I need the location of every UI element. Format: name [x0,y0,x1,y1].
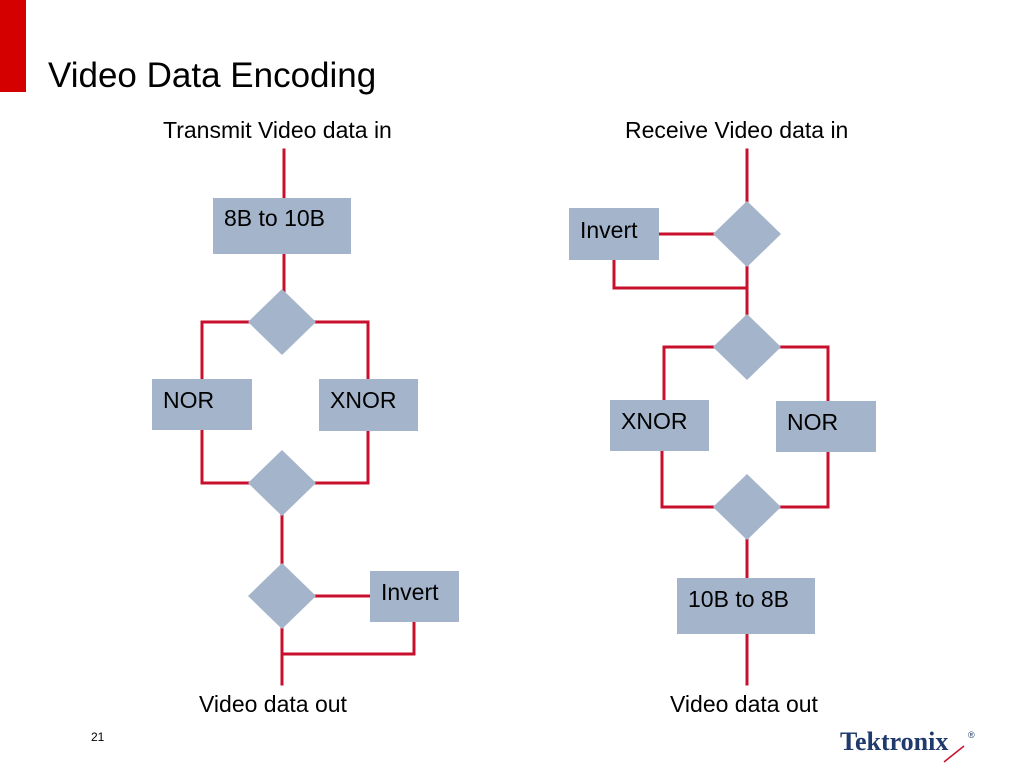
receive-wires [612,148,830,686]
receive-decode-box-label: 10B to 8B [688,586,789,612]
transmit-wires [200,148,416,686]
transmit-nor-box: NOR [152,379,252,430]
receive-invert-box-label: Invert [580,217,638,243]
wire [314,320,370,381]
page-number: 21 [91,730,105,744]
receive-merge-diamond [713,474,781,540]
receive-output-label: Video data out [670,691,818,717]
transmit-merge-diamond [248,450,316,516]
tektronix-logo: Tektronix ® [840,727,975,763]
receive-input-label: Receive Video data in [625,117,849,143]
transmit-invert-box: Invert [370,571,459,622]
transmit-invert-diamond [248,563,316,629]
wire [778,450,830,509]
receive-split-diamond [713,314,781,380]
receive-nor-box: NOR [776,401,876,452]
receive-xnor-box-label: XNOR [621,408,687,434]
transmit-input-label: Transmit Video data in [163,117,392,143]
transmit-output-label: Video data out [199,691,347,717]
wire [778,345,830,403]
receive-decode-box: 10B to 8B [677,578,815,634]
receive-invert-box: Invert [569,208,659,260]
wire [612,258,749,290]
slide-title: Video Data Encoding [48,56,377,95]
receive-invert-diamond [713,201,781,267]
transmit-xnor-box-label: XNOR [330,387,396,413]
transmit-xnor-box: XNOR [319,379,418,431]
wire [660,449,715,509]
wire [200,320,251,381]
transmit-invert-box-label: Invert [381,579,439,605]
logo-registered-mark: ® [968,730,975,740]
receive-xnor-box: XNOR [610,400,709,451]
transmit-encode-box: 8B to 10B [213,198,351,254]
accent-bar [0,0,26,92]
transmit-encode-box-label: 8B to 10B [224,205,325,231]
wire [314,429,370,485]
wire [200,428,251,485]
transmit-split-diamond [248,289,316,355]
wire [280,620,416,656]
wire [662,345,715,402]
logo-slash-icon [943,745,965,763]
receive-nor-box-label: NOR [787,409,838,435]
transmit-nor-box-label: NOR [163,387,214,413]
logo-wordmark: Tektronix [840,727,948,756]
